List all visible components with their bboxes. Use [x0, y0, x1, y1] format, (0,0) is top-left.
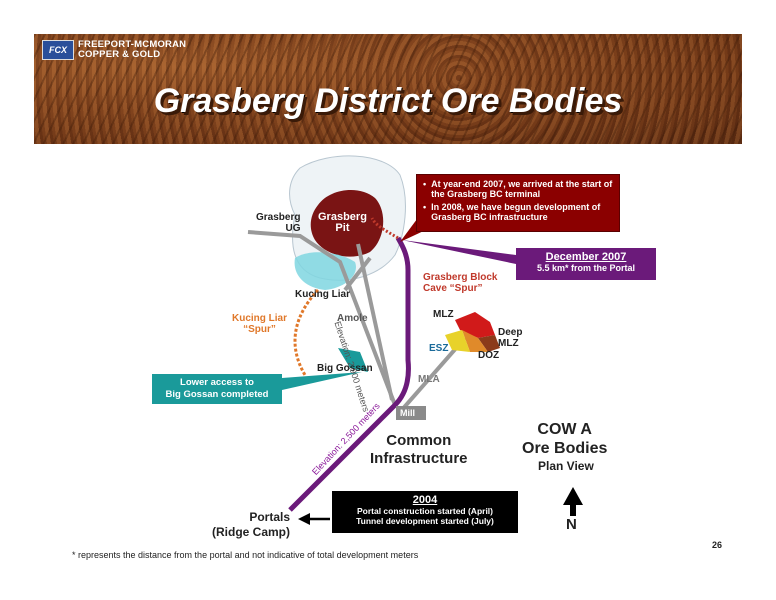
page-title: Grasberg District Ore Bodies [153, 82, 623, 120]
mill-box [396, 406, 426, 420]
kucing-liar-path [343, 256, 372, 292]
label-north: N [566, 516, 577, 533]
grasberg-ug-path [247, 230, 397, 406]
logo-line2: COPPER & GOLD [78, 49, 161, 60]
kucing-liar-spur-path [293, 288, 320, 376]
logo-text: FREEPORT-MCMORAN COPPER & GOLD [78, 40, 186, 60]
main-tunnel [288, 236, 411, 512]
yearend-bullet-1: •At year-end 2007, we arrived at the sta… [423, 179, 613, 199]
yearend-bullet-1-text: At year-end 2007, we arrived at the star… [431, 179, 613, 199]
year-2004-title: 2004 [412, 494, 438, 506]
yearend-callout: •At year-end 2007, we arrived at the sta… [416, 174, 620, 232]
label-grasberg-pit: Grasberg Pit [318, 211, 367, 234]
big-gossan-callout: Lower access to Big Gossan completed [152, 374, 282, 404]
esz-zone [445, 330, 470, 352]
label-common-infrastructure: Common Infrastructure [370, 432, 468, 467]
label-plan-view: Plan View [538, 459, 594, 473]
amole-path [356, 243, 394, 401]
logo-line1: FREEPORT-MCMORAN [78, 39, 187, 50]
header-banner: FCX FREEPORT-MCMORAN COPPER & GOLD Grasb… [34, 34, 742, 144]
big-gossan-zone [338, 348, 368, 372]
year-2004-line1: Portal construction started (April) [356, 506, 493, 516]
portal-pointer-head [298, 513, 310, 525]
december-pointer [402, 240, 516, 264]
north-arrow-icon [563, 487, 583, 516]
label-big-gossan: Big Gossan [317, 363, 373, 374]
label-doz: DOZ [478, 350, 500, 361]
rock-texture [34, 34, 742, 144]
december-sub: 5.5 km* from the Portal [536, 263, 636, 273]
company-logo: FCX FREEPORT-MCMORAN COPPER & GOLD [42, 40, 186, 60]
label-kucing-liar-spur: Kucing Liar “Spur” [232, 313, 288, 335]
label-kucing-liar: Kucing Liar [295, 289, 351, 300]
logo-mark: FCX [42, 40, 74, 60]
rock-texture-overlay [34, 34, 742, 144]
label-amole: Amole [337, 313, 368, 324]
big-gossan-pointer [282, 372, 362, 390]
label-grasberg-block-cave-spur: Grasberg Block Cave “Spur” [423, 272, 498, 294]
yearend-bullet-2: •In 2008, we have begun development of G… [423, 202, 613, 222]
deep-mlz-zone [478, 335, 500, 352]
grasberg-pit-body [310, 189, 384, 257]
mla-path [398, 336, 467, 414]
label-mill: Mill [400, 408, 415, 418]
label-deep-mlz: Deep MLZ [498, 327, 523, 349]
label-esz: ESZ [429, 343, 449, 354]
label-mla: MLA [418, 374, 440, 385]
label-portals: Portals (Ridge Camp) [212, 510, 290, 539]
footnote: * represents the distance from the porta… [72, 550, 419, 560]
december-title: December 2007 [545, 251, 627, 263]
label-cowa-title: COW A Ore Bodies [522, 421, 608, 457]
doz-zone [462, 330, 488, 352]
page-number: 26 [712, 540, 723, 550]
label-grasberg-ug: Grasberg UG [256, 212, 301, 234]
yearend-bullet-2-text: In 2008, we have begun development of Gr… [431, 202, 601, 222]
label-mlz: MLZ [433, 309, 454, 320]
december-callout: December 2007 5.5 km* from the Portal [516, 248, 656, 280]
year-2004-line2: Tunnel development started (July) [356, 516, 494, 526]
year-2004-callout: 2004 Portal construction started (April)… [332, 491, 518, 533]
